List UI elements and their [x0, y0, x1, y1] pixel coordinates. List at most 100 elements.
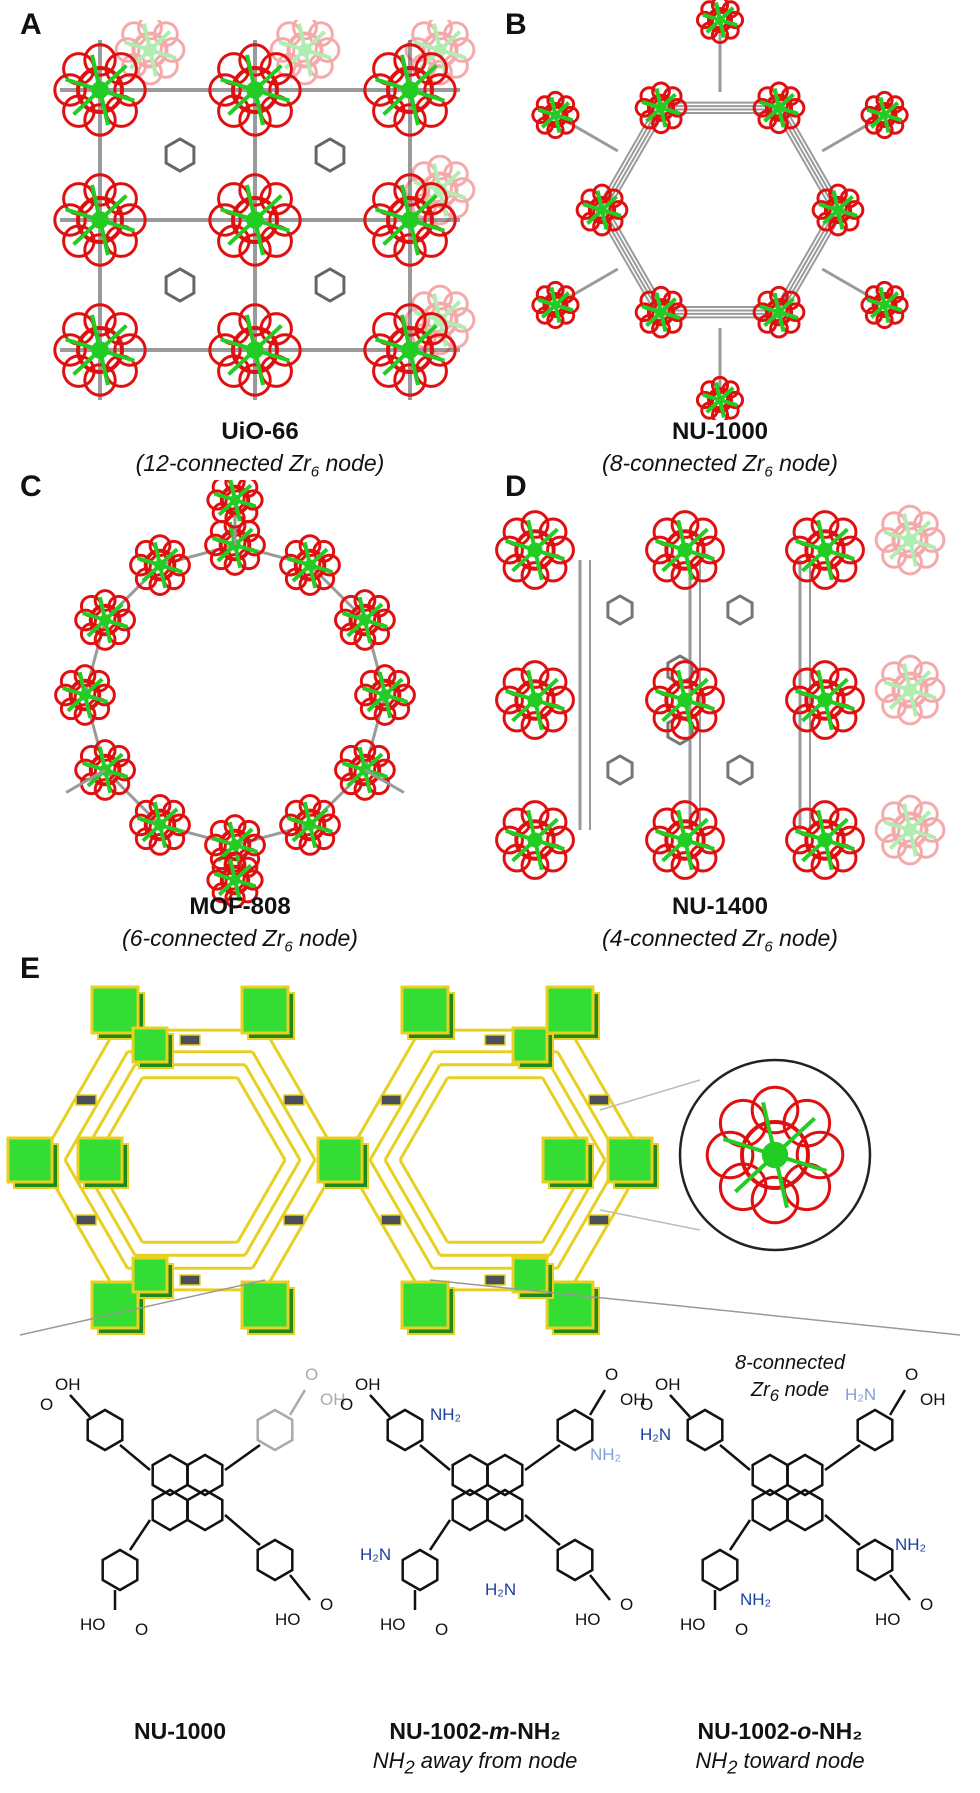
bond [888, 1389, 907, 1416]
benzene-ring [606, 754, 634, 786]
oxygen-ring [373, 664, 397, 687]
oxygen-ring [810, 660, 840, 689]
zr-atom [597, 205, 607, 215]
oxygen-ring [168, 553, 191, 577]
zr6-cluster [695, 0, 745, 45]
caption-nu1400-title: NU-1400 [671, 893, 769, 920]
oxygen-ring [695, 10, 715, 30]
oxygen-ring [93, 683, 116, 707]
node-cube [400, 1280, 450, 1330]
oxygen-ring [131, 31, 169, 69]
oxygen-ring [587, 195, 617, 225]
zr6-cluster [785, 800, 865, 880]
oxygen-ring [348, 603, 382, 637]
zr6-cluster [334, 589, 396, 651]
oxygen-ring [670, 660, 700, 689]
oxygen-ring [113, 203, 147, 237]
oxygen-ring [871, 292, 898, 318]
benzene-ring [314, 137, 346, 173]
zr-atom [304, 559, 316, 571]
zr-atom [229, 874, 241, 886]
topology-edge [383, 1063, 442, 1161]
zr6-cluster [495, 510, 575, 590]
oxygen-ring [88, 603, 122, 637]
benzene-ring [256, 1408, 294, 1452]
oxygen-ring [208, 73, 242, 107]
oxygen-ring [542, 102, 569, 128]
oh-label: OH [655, 1375, 681, 1394]
oh-label: OH [320, 1390, 346, 1409]
oxygen-ring [231, 66, 279, 114]
oxygen-ring [363, 333, 397, 367]
zr-atom [379, 689, 391, 701]
o-label: O [135, 1620, 148, 1639]
oxygen-ring [913, 833, 939, 859]
zr-atom [433, 313, 447, 327]
benzene-ring [606, 594, 634, 626]
caption-mof808-subtitle: (6-connected Zr6 node) [122, 925, 358, 956]
oxygen-ring [137, 59, 163, 86]
zr-bond [123, 40, 151, 52]
oxygen-ring [242, 869, 264, 891]
oxygen-ring [148, 534, 172, 557]
oxygen-ring [804, 679, 846, 721]
oxygen-ring [208, 203, 242, 237]
oxygen-ring [243, 833, 266, 857]
bond [69, 1394, 91, 1418]
zr6-cluster [53, 43, 147, 137]
benzene-ring [726, 754, 754, 786]
zr-bond [908, 829, 918, 857]
zr-atom [774, 102, 784, 113]
zr6-cluster [860, 90, 909, 140]
nh2-label: NH₂ [740, 1590, 771, 1609]
oxygen-ring [238, 103, 272, 137]
oxygen-ring [634, 302, 655, 323]
oxygen-ring [891, 811, 929, 849]
node-cube [240, 1280, 290, 1330]
zr-bond [883, 820, 911, 832]
oxygen-ring [696, 685, 725, 715]
oxygen-ring [891, 671, 929, 709]
oxygen-ring [705, 1130, 755, 1180]
node-cube [545, 1280, 595, 1330]
oxygen-ring [696, 535, 725, 565]
zr-atom [761, 1141, 789, 1169]
bond [224, 1514, 261, 1546]
linker-bond [308, 564, 366, 622]
oxygen-ring [353, 628, 377, 651]
oxygen-ring [334, 608, 357, 632]
topology-edge [243, 1063, 302, 1161]
zr-atom [833, 205, 843, 215]
zr-bond [439, 48, 467, 60]
zr-bond [902, 803, 912, 831]
oxygen-ring [231, 326, 279, 374]
oxygen-ring [393, 173, 427, 207]
oxygen-ring [242, 489, 264, 511]
oxygen-ring [386, 326, 434, 374]
oxygen-ring [634, 97, 655, 118]
zr6-cluster [575, 183, 629, 237]
oxygen-ring [795, 1130, 845, 1180]
oxygen-ring [238, 233, 272, 267]
oxygen-ring [83, 43, 117, 77]
oxygen-ring [874, 817, 901, 843]
topology-edge [251, 1050, 317, 1161]
oxygen-ring [168, 813, 191, 837]
oxygen-ring [53, 73, 87, 107]
oxygen-ring [223, 553, 247, 576]
oxygen-ring [520, 851, 550, 880]
oxygen-ring [113, 73, 147, 107]
bond [889, 1574, 911, 1601]
oxygen-ring [646, 298, 676, 327]
zr-bond [909, 688, 937, 700]
topology-edge [383, 1159, 442, 1257]
caption-uio66-subtitle: (12-connected Zr6 node) [135, 450, 385, 481]
oxygen-ring [919, 677, 946, 703]
zr6-cluster [74, 589, 136, 651]
linker-block [380, 1094, 402, 1106]
oxygen-ring [292, 20, 318, 41]
oxygen-ring [881, 543, 907, 569]
zoom-line [599, 1079, 701, 1111]
zr-bond [149, 48, 177, 60]
oxygen-ring [353, 589, 377, 612]
